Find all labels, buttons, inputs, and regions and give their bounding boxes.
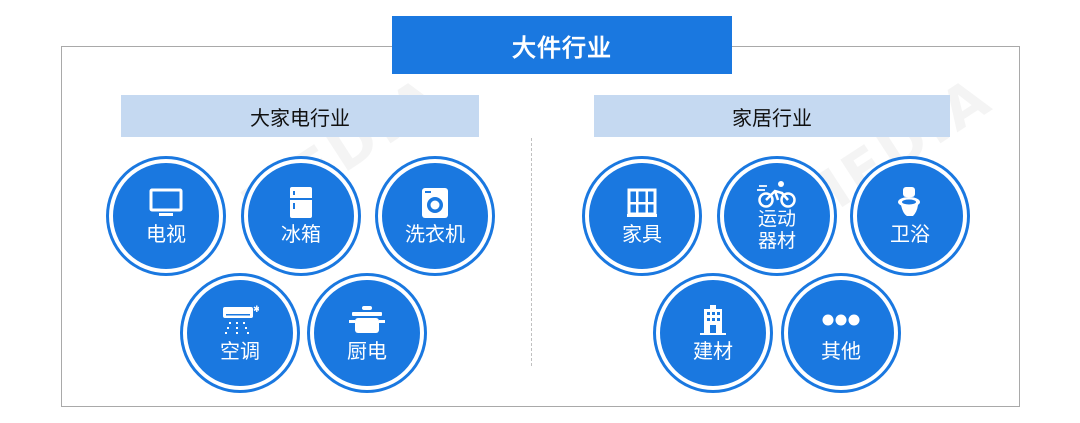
category-label: 空调 (220, 339, 260, 363)
category-air-conditioner[interactable]: ✱ 空调 (183, 276, 297, 390)
category-label: 卫浴 (890, 222, 930, 246)
category-building-materials[interactable]: 建材 (656, 276, 770, 390)
cabinet-icon (622, 186, 662, 220)
washing-machine-icon (415, 186, 455, 220)
category-label: 冰箱 (281, 222, 321, 246)
air-conditioner-icon: ✱ (220, 303, 260, 337)
tv-icon (146, 186, 186, 220)
category-other[interactable]: 其他 (784, 276, 898, 390)
category-label: 建材 (693, 339, 733, 363)
category-label: 洗衣机 (405, 222, 465, 246)
category-sports-equipment[interactable]: 运动 器材 (720, 159, 834, 273)
category-fridge[interactable]: 冰箱 (244, 159, 358, 273)
section-title-home: 家居行业 (594, 95, 950, 137)
building-icon (693, 303, 733, 337)
fridge-icon (281, 186, 321, 220)
category-kitchen[interactable]: 厨电 (310, 276, 424, 390)
category-washing-machine[interactable]: 洗衣机 (378, 159, 492, 273)
category-label-line2: 器材 (757, 230, 796, 252)
main-title: 大件行业 (392, 16, 732, 74)
category-label: 家具 (622, 222, 662, 246)
pot-icon (347, 303, 387, 337)
section-title-appliances: 大家电行业 (121, 95, 479, 137)
cyclist-icon (757, 180, 797, 208)
svg-text:✱: ✱ (253, 305, 259, 315)
category-label: 电视 (146, 222, 186, 246)
category-tv[interactable]: 电视 (109, 159, 223, 273)
category-label: 厨电 (347, 339, 387, 363)
section-divider (531, 138, 532, 366)
category-label: 其他 (821, 339, 861, 363)
dots-icon (821, 303, 861, 337)
category-label-line1: 运动 (757, 208, 796, 230)
category-furniture[interactable]: 家具 (585, 159, 699, 273)
category-bathroom[interactable]: 卫浴 (853, 159, 967, 273)
toilet-icon (890, 186, 930, 220)
